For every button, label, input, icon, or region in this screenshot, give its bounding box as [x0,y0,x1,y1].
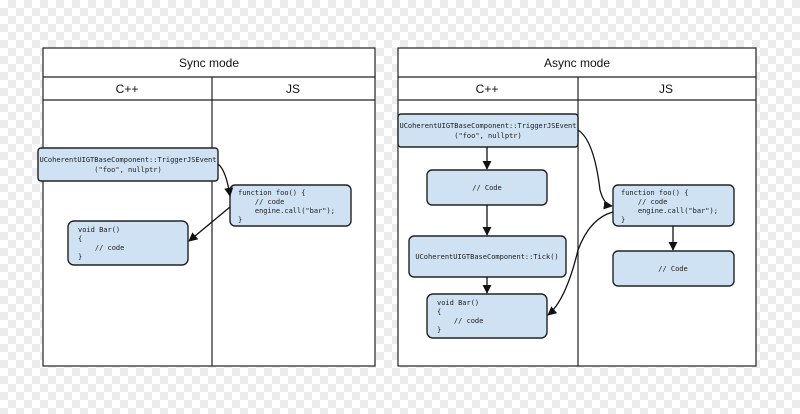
async-bar-line-3: // code [437,317,483,325]
sync-bar-rect [67,220,189,266]
sync-cpp-column-label: C++ [116,82,139,96]
async-foo-box: function foo() { // code engine.call("ba… [612,184,735,227]
async-code-box: // Code [426,169,548,206]
async-bar-line-4: } [437,326,441,334]
async-js-code-rect [612,250,735,287]
sync-bar-line-3: // code [78,244,124,252]
async-bar-line-1: void Bar() [437,299,479,307]
sync-panel-title: Sync mode [179,56,239,70]
async-bar-box: void Bar() { // code } [426,293,548,339]
async-panel: Async mode C++ JS UCoherentUIGTBaseCompo… [397,47,757,367]
async-js-code-label: // Code [658,265,688,273]
sync-trigger-line-1: UCoherentUIGTBaseComponent::TriggerJSEve… [39,156,216,164]
async-bar-line-2: { [437,308,441,316]
sync-trigger-box: UCoherentUIGTBaseComponent::TriggerJSEve… [37,147,219,182]
sync-foo-box: function foo() { // code engine.call("ba… [229,184,352,227]
sync-foo-line-3: engine.call("bar"); [238,207,335,215]
async-tick-label: UCoherentUIGTBaseComponent::Tick() [415,253,558,261]
async-tick-box: UCoherentUIGTBaseComponent::Tick() [408,235,567,278]
async-js-code-box: // Code [612,250,735,287]
sync-arrow-trigger-to-foo [217,163,234,197]
sync-foo-rect [229,184,352,227]
async-code-label: // Code [472,184,502,192]
async-trigger-line-2: ("foo", nullptr) [454,132,521,140]
sync-bar-line-4: } [78,253,82,261]
sync-bar-line-2: { [78,235,82,243]
async-arrow-foo-to-bar [547,211,614,316]
sync-foo-line-2: // code [238,198,284,206]
async-trigger-line-1: UCoherentUIGTBaseComponent::TriggerJSEve… [399,122,576,130]
async-cpp-column-label: C++ [476,82,499,96]
sync-trigger-rect [37,147,219,182]
sync-arrow-foo-to-bar [188,206,231,242]
async-panel-title: Async mode [544,56,610,70]
sync-trigger-line-2: ("foo", nullptr) [94,166,161,174]
sync-bar-line-1: void Bar() [78,226,120,234]
sync-foo-line-4: } [238,216,242,224]
async-trigger-rect [397,113,579,148]
async-js-column-label: JS [659,82,673,96]
sync-bar-box: void Bar() { // code } [67,220,189,266]
async-foo-line-2: // code [621,198,667,206]
async-bar-rect [426,293,548,339]
sync-foo-line-1: function foo() { [238,189,305,197]
async-foo-line-3: engine.call("bar"); [621,207,718,215]
async-foo-line-4: } [621,216,625,224]
sync-panel: Sync mode C++ JS UCoherentUIGTBaseCompon… [37,47,376,367]
sync-js-column-label: JS [286,82,300,96]
async-trigger-box: UCoherentUIGTBaseComponent::TriggerJSEve… [397,113,579,148]
async-foo-line-1: function foo() { [621,189,688,197]
async-arrow-trigger-to-foo [577,129,613,210]
